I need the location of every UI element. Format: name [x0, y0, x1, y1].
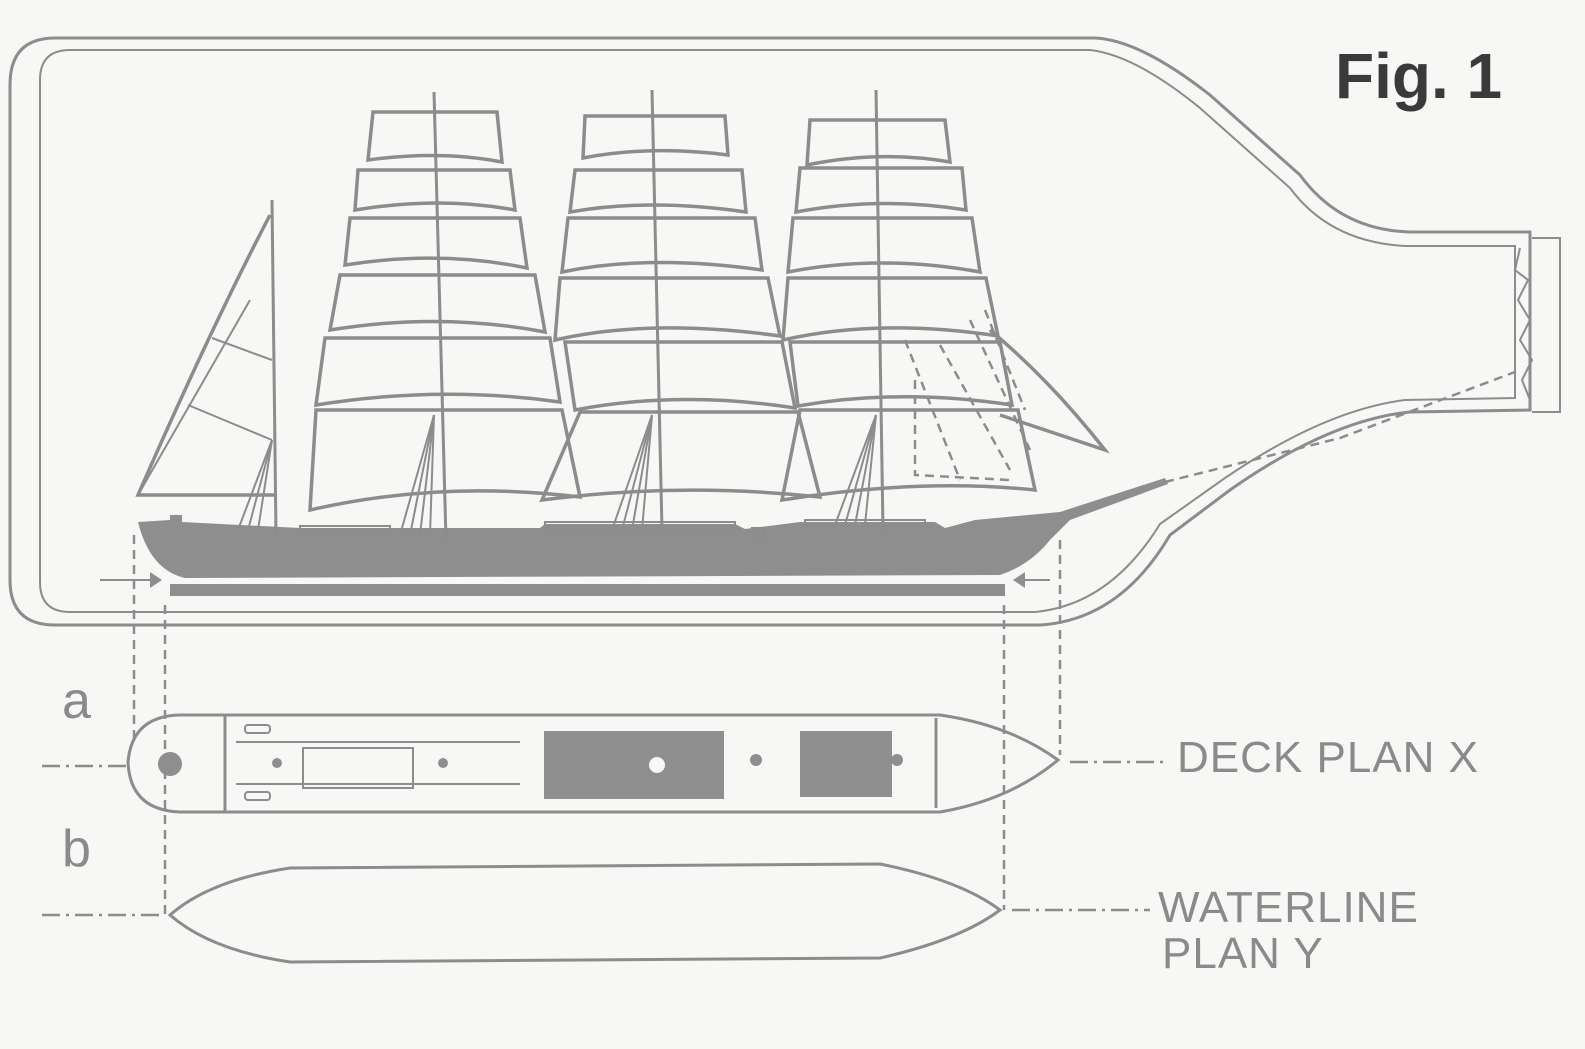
jib-sail	[988, 328, 1110, 454]
label-b: b	[62, 820, 91, 878]
figure-title: Fig. 1	[1335, 40, 1502, 112]
ship-base-plank	[170, 584, 1005, 596]
deck-plan	[42, 713, 1165, 814]
cork-icon	[1513, 237, 1561, 413]
deck-plan-label: DECK PLAN X	[1177, 733, 1479, 782]
label-a: a	[62, 672, 91, 730]
waterline-plan	[42, 862, 1150, 964]
alignment-arrows	[100, 572, 1050, 588]
mast-3-sails	[779, 118, 1038, 503]
bottle-outline	[8, 36, 1561, 627]
waterline-plan-label-line2: PLAN Y	[1162, 929, 1324, 978]
mast-2-sails	[539, 114, 823, 503]
waterline-plan-label-line1: WATERLINE	[1158, 883, 1419, 932]
ship-side-view	[135, 89, 1516, 596]
